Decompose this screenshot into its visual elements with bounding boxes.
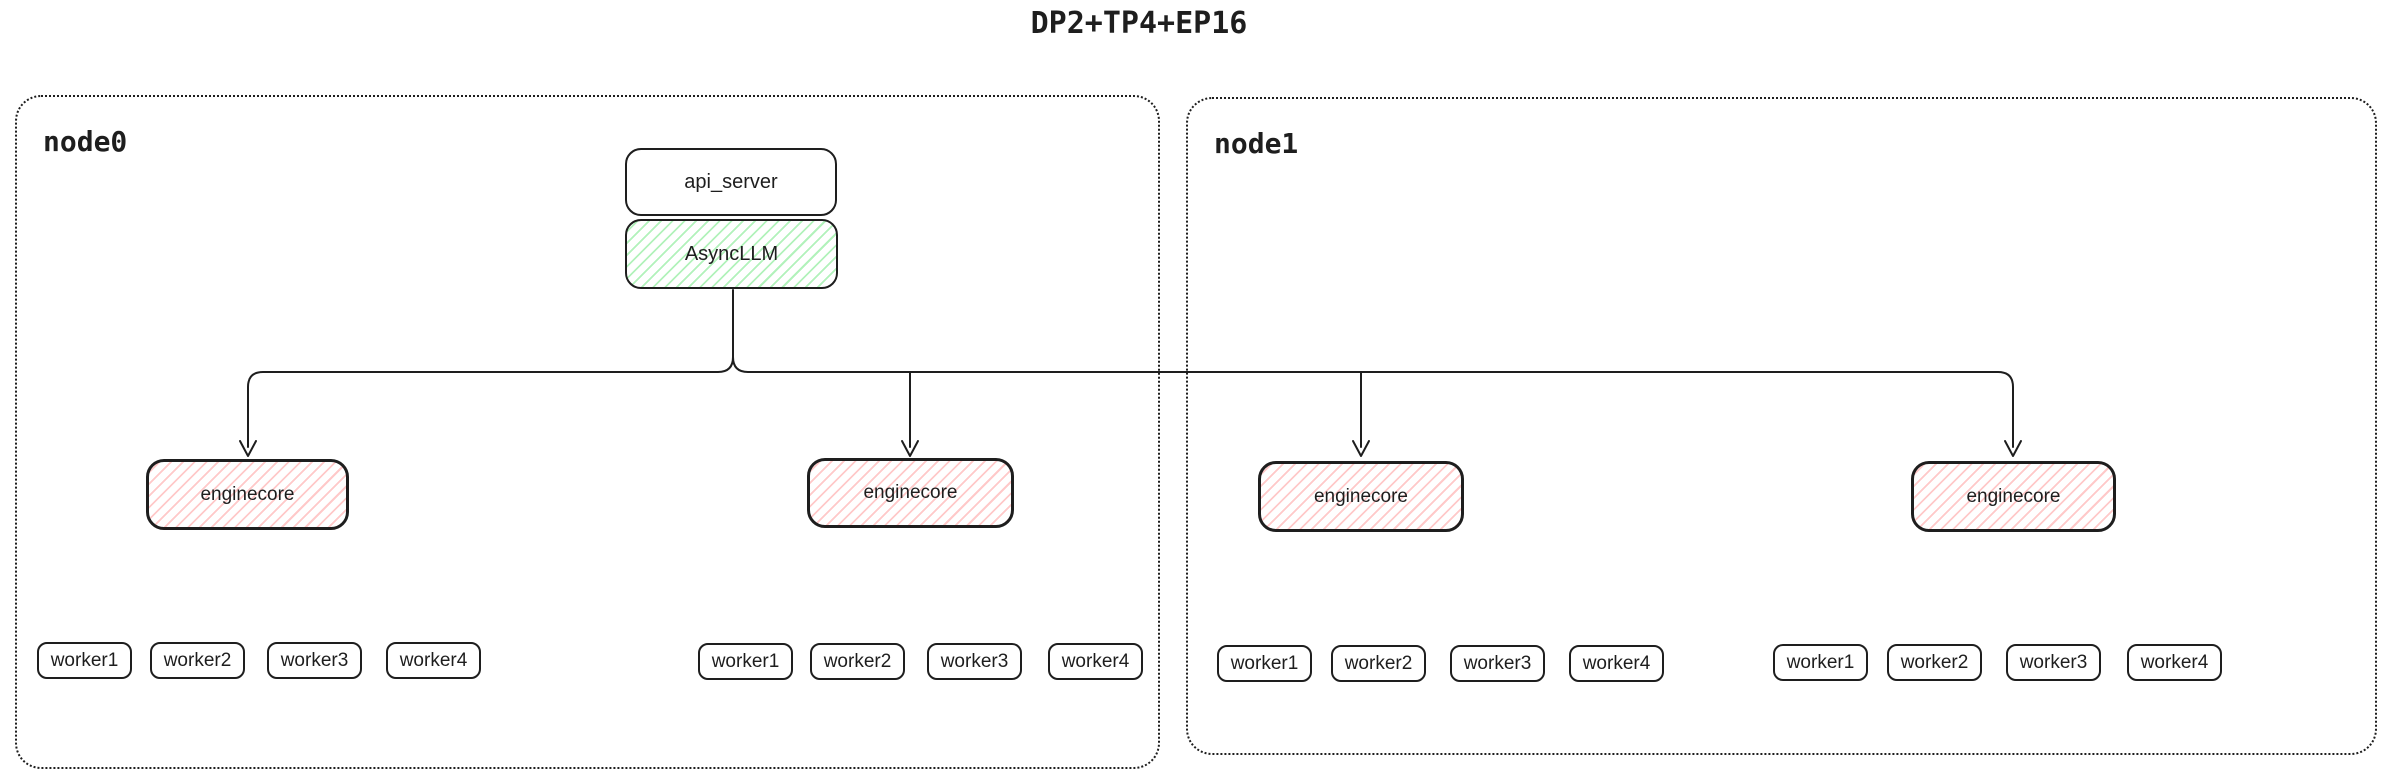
worker-box: worker4 bbox=[1569, 645, 1664, 682]
worker-box: worker3 bbox=[2006, 644, 2101, 681]
worker-box: worker1 bbox=[1217, 645, 1312, 682]
worker-box: worker2 bbox=[150, 642, 245, 679]
enginecore-box-node0-0: enginecore bbox=[146, 459, 349, 530]
api-server-box: api_server bbox=[625, 148, 837, 216]
worker-box: worker3 bbox=[1450, 645, 1545, 682]
node0-label: node0 bbox=[43, 125, 128, 158]
enginecore-box-node0-1: enginecore bbox=[807, 458, 1014, 528]
worker-box: worker2 bbox=[810, 643, 905, 680]
worker-box: worker3 bbox=[267, 642, 362, 679]
worker-box: worker1 bbox=[698, 643, 793, 680]
worker-box: worker1 bbox=[37, 642, 132, 679]
worker-box: worker4 bbox=[1048, 643, 1143, 680]
worker-box: worker3 bbox=[927, 643, 1022, 680]
async-llm-box: AsyncLLM bbox=[625, 219, 838, 289]
worker-box: worker2 bbox=[1887, 644, 1982, 681]
enginecore-box-node1-1: enginecore bbox=[1911, 461, 2116, 532]
enginecore-box-node1-0: enginecore bbox=[1258, 461, 1464, 532]
worker-box: worker2 bbox=[1331, 645, 1426, 682]
worker-box: worker1 bbox=[1773, 644, 1868, 681]
worker-box: worker4 bbox=[386, 642, 481, 679]
node1-label: node1 bbox=[1214, 127, 1299, 160]
diagram-title: DP2+TP4+EP16 bbox=[1030, 6, 1248, 41]
worker-box: worker4 bbox=[2127, 644, 2222, 681]
